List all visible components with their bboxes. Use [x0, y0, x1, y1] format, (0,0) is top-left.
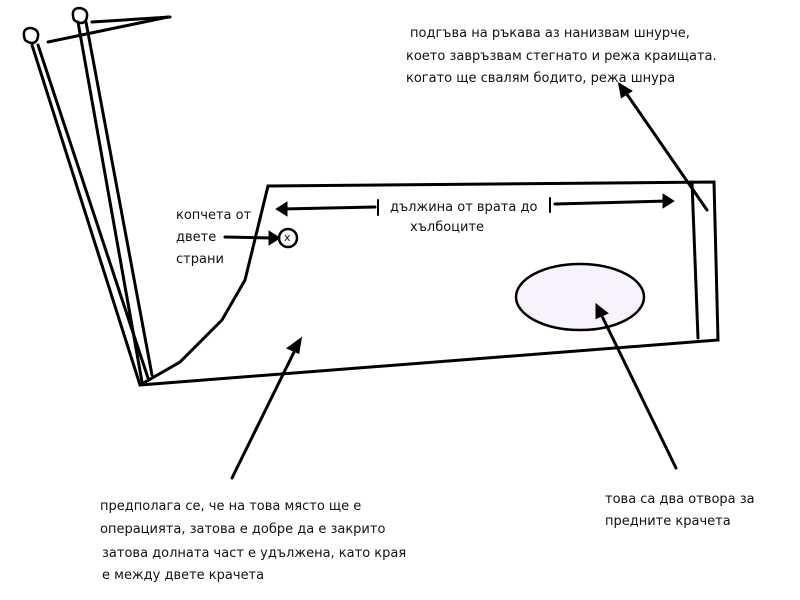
note-bottom-right-line2: предните крачета — [605, 514, 731, 529]
body-outline — [138, 180, 720, 387]
note-top-right-line1: подгъва на ръкава аз нанизвам шнурче, — [410, 26, 690, 41]
length-label-line1: дължина от врата до — [390, 200, 538, 215]
note-bottom-left-line2: операцията, затова е добре да е закрито — [100, 522, 386, 537]
leg-hole — [514, 262, 646, 332]
note-top-right-line3: когато ще свалям бодито, режа шнура — [406, 71, 676, 86]
note-bottom-left-line4: е между двете крачета — [102, 568, 265, 583]
buttons-label-line1: копчета от — [176, 208, 252, 223]
buttons-label-line3: страни — [176, 252, 224, 267]
buttons-label-line2: двете — [176, 230, 217, 245]
ties — [22, 6, 172, 387]
arrows — [223, 82, 709, 480]
note-bottom-right-line1: това са два отвора за — [605, 492, 755, 507]
length-label-line2: хълбоците — [410, 220, 485, 235]
note-bottom-left-line3: затова долната част е удължена, като кра… — [102, 546, 407, 561]
note-bottom-left-line1: предполага се, че на това място ще е — [100, 499, 362, 514]
button-mark: x — [284, 231, 291, 244]
note-top-right-line2: което завръзвам стегнато и режа краищата… — [406, 49, 717, 64]
